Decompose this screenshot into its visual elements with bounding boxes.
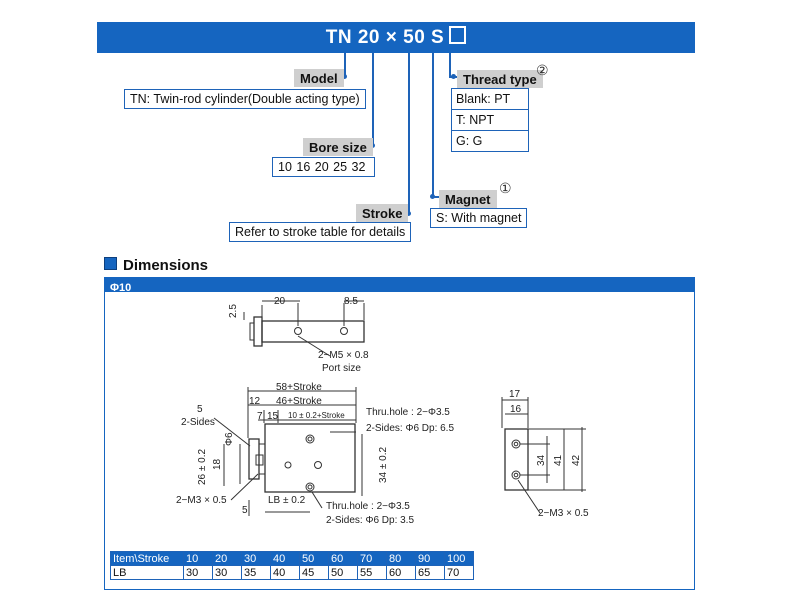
dim-5-top: 5 [197,404,203,415]
dim-20: 20 [274,296,286,307]
two-sides-label: 2-Sides [181,417,215,428]
variant-tab: Φ10 [104,277,694,294]
stroke-dot [406,211,411,216]
model-code-text: TN 20 × 50 S [325,27,445,48]
magnet-label: Magnet [439,190,497,208]
table-header-cell: 100 [444,551,474,566]
dim-phi6: Φ6 [224,432,235,446]
dim-7: 7 [257,411,263,422]
model-connector [344,53,346,76]
m3-side-note: 2−M3 × 0.5 [538,508,589,519]
table-cell: 45 [299,565,329,580]
dim-16: 16 [510,404,522,415]
title-banner: TN 20 × 50 S [97,22,695,53]
front-view [213,387,363,516]
table-header-cell: 60 [328,551,358,566]
dim-26: 26 ± 0.2 [197,448,208,485]
magnet-connector [432,53,434,198]
bore-label: Bore size [303,138,373,156]
table-header-cell: Item\Stroke [110,551,184,566]
dim-8-5: 8.5 [344,296,358,307]
port-size-label: Port size [322,363,361,374]
table-cell: 30 [183,565,213,580]
dim-5-bottom: 5 [242,505,248,516]
table-header-cell: 10 [183,551,213,566]
section-square-icon [104,257,117,270]
thread-option: G: G [451,130,529,152]
thread-option: T: NPT [451,109,529,131]
dimensions-heading: Dimensions [104,257,208,274]
table-cell: 60 [386,565,416,580]
thread-dot [451,74,456,79]
thread-label: Thread type [457,70,543,88]
table-cell: 55 [357,565,387,580]
model-desc: TN: Twin-rod cylinder(Double acting type… [124,89,366,109]
table-cell: 65 [415,565,445,580]
table-cell: 70 [444,565,474,580]
model-label: Model [294,69,344,87]
thru-hole-top: Thru.hole : 2−Φ3.5 [366,407,450,418]
table-header-cell: 90 [415,551,445,566]
magnet-desc: S: With magnet [430,208,528,228]
table-header-cell: 20 [212,551,242,566]
thread-note-2: ② [536,62,549,78]
table-header-cell: 70 [357,551,387,566]
dim-15: 15 [267,411,279,422]
model-code-title: TN 20 × 50 S [97,26,695,49]
dim-18: 18 [212,458,223,470]
thread-connector [449,53,451,77]
sides-top: 2-Sides: Φ6 Dp: 6.5 [366,423,454,434]
stroke-desc: Refer to stroke table for details [229,222,412,242]
bore-connector [372,53,374,145]
table-cell: 30 [212,565,242,580]
dim-58-stroke: 58+Stroke [276,382,322,393]
table-header-cell: 80 [386,551,416,566]
bore-values: 10 16 20 25 32 [272,157,375,177]
stroke-label: Stroke [356,204,409,222]
dim-10-stroke: 10 ± 0.2+Stroke [288,411,345,420]
top-view [243,300,365,357]
dim-lb: LB ± 0.2 [268,495,306,506]
thread-options-table: Blank: PT T: NPT G: G [451,88,529,152]
side-view [501,397,586,514]
model-dot [342,74,347,79]
dim-42: 42 [571,454,582,466]
dim-34: 34 ± 0.2 [378,446,389,483]
dim-17: 17 [509,389,521,400]
magnet-dot [430,194,435,199]
table-header-cell: 40 [270,551,300,566]
dim-12: 12 [249,396,261,407]
dim-46-stroke: 46+Stroke [276,396,322,407]
dimensions-title: Dimensions [123,257,209,274]
magnet-hook [432,196,440,198]
thread-code-box [449,26,467,44]
table-cell: 50 [328,565,358,580]
table-cell: 40 [270,565,300,580]
variant-label: Φ10 [110,282,132,294]
dim-34-side: 34 [536,454,547,466]
magnet-note-1: ① [499,180,512,196]
table-cell: LB [110,565,184,580]
port-note: 2−M5 × 0.8 [318,350,369,361]
table-cell: 35 [241,565,271,580]
table-header-cell: 50 [299,551,329,566]
stroke-connector [408,53,410,213]
dim-41: 41 [553,454,564,466]
dim-2-5: 2.5 [228,304,239,318]
sides-bottom: 2-Sides: Φ6 Dp: 3.5 [326,515,414,526]
m3-note: 2−M3 × 0.5 [176,495,227,506]
table-header-cell: 30 [241,551,271,566]
thru-hole-bottom: Thru.hole : 2−Φ3.5 [326,501,410,512]
